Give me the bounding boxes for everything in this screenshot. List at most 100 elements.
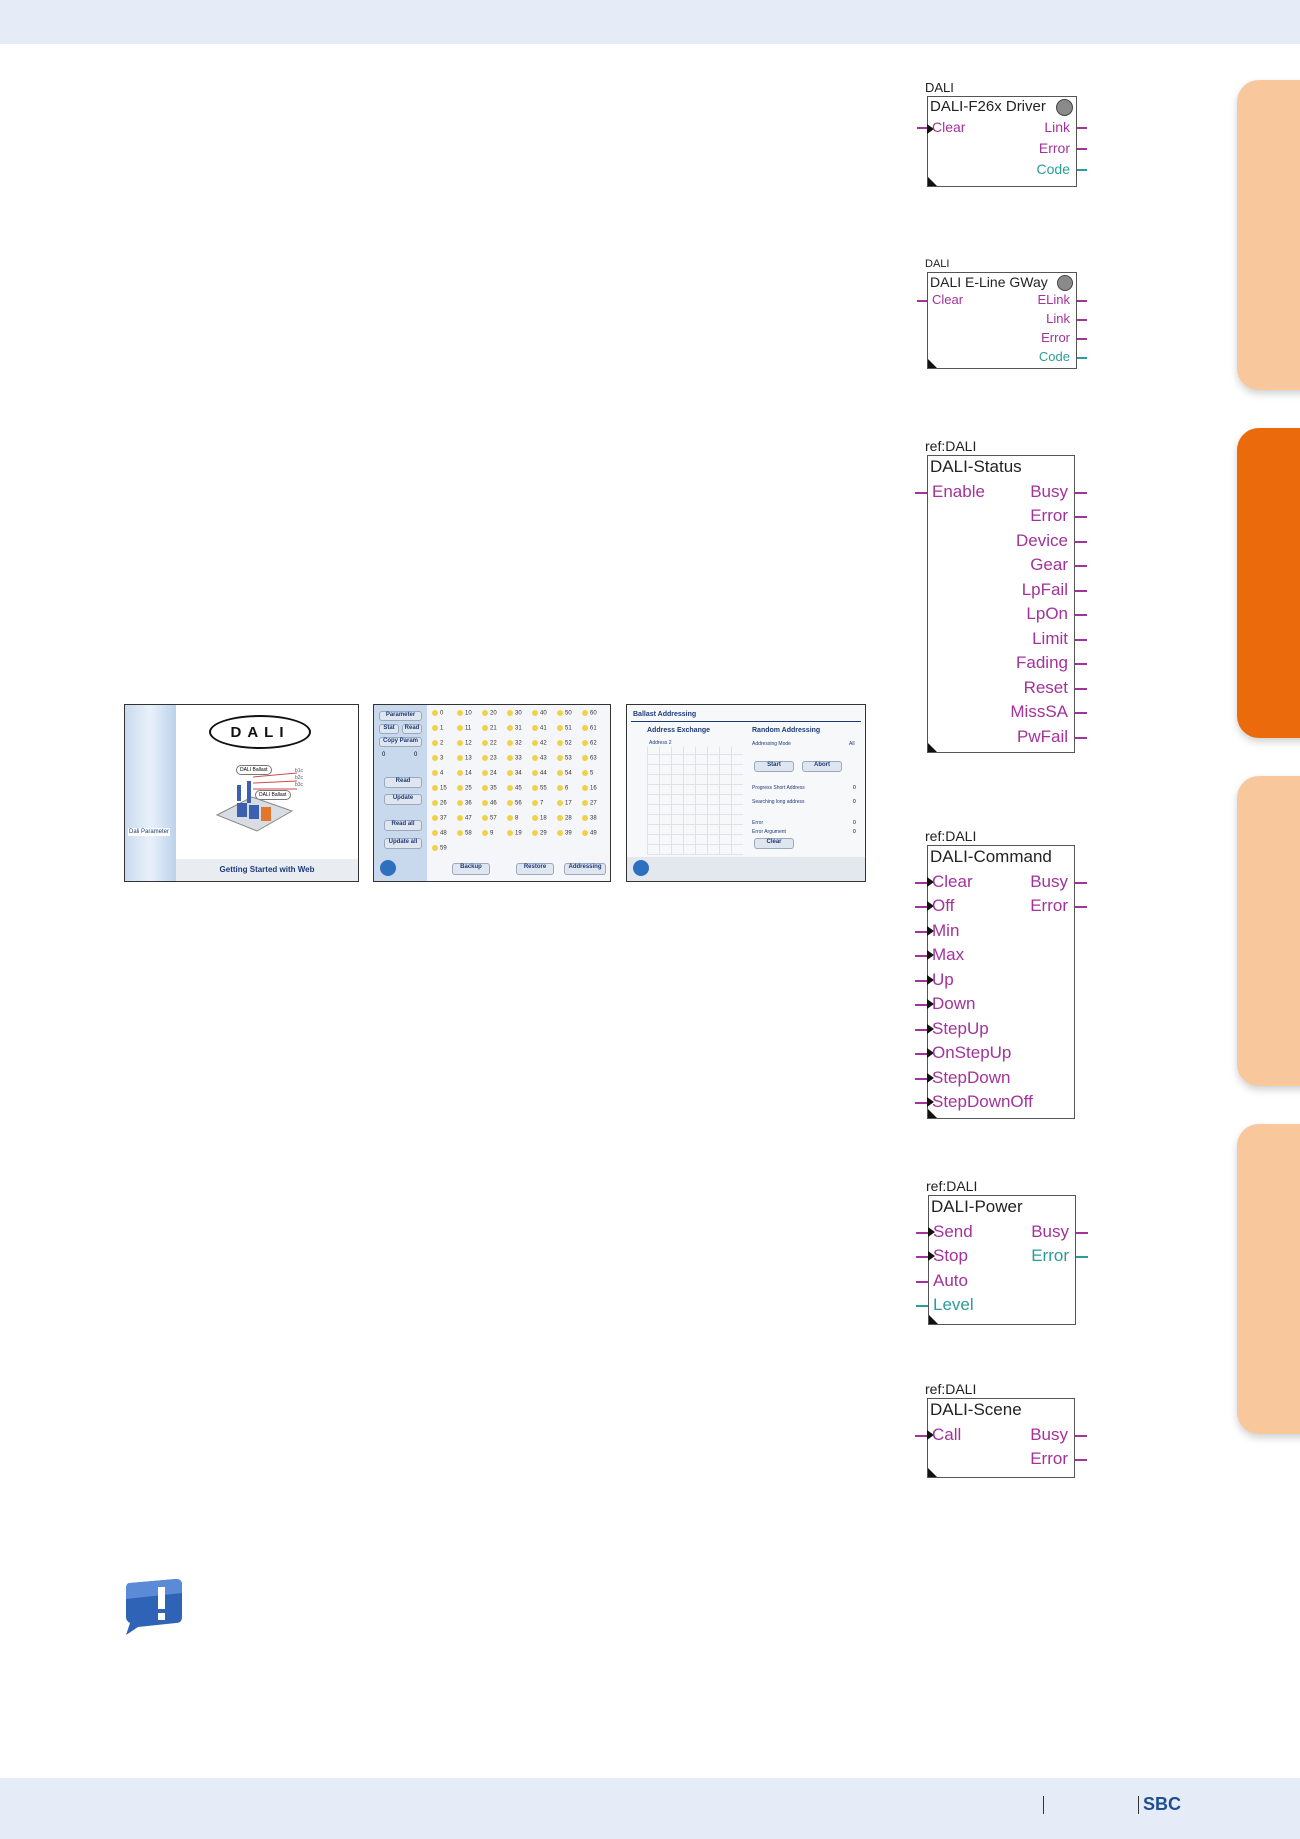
pin-error: Error <box>1041 330 1070 345</box>
fbox-ref: ref:DALI <box>926 1178 978 1194</box>
address-cell[interactable]: 5 <box>582 770 602 780</box>
address-cell[interactable]: 31 <box>507 725 527 735</box>
fbox-title: DALI-Power <box>931 1197 1023 1216</box>
address-cell[interactable]: 10 <box>457 710 477 720</box>
address-cell[interactable]: 30 <box>507 710 527 720</box>
address-cell[interactable]: 44 <box>532 770 552 780</box>
address-cell[interactable]: 47 <box>457 815 477 825</box>
restore-button[interactable]: Restore <box>516 863 554 875</box>
address-cell[interactable]: 11 <box>457 725 477 735</box>
address-cell[interactable]: 8 <box>507 815 527 825</box>
lamp-icon <box>582 755 588 761</box>
backup-button[interactable]: Backup <box>452 863 490 875</box>
start-button[interactable]: Start <box>754 761 794 772</box>
address-cell[interactable]: 56 <box>507 800 527 810</box>
address-cell[interactable]: 48 <box>432 830 452 840</box>
address-cell[interactable]: 43 <box>532 755 552 765</box>
tab-random-addressing[interactable]: Random Addressing <box>752 727 821 734</box>
read-all-button[interactable]: Read all <box>384 820 422 831</box>
address-cell[interactable]: 21 <box>482 725 502 735</box>
address-cell[interactable]: 18 <box>532 815 552 825</box>
address-cell[interactable]: 53 <box>557 755 577 765</box>
address-cell[interactable]: 17 <box>557 800 577 810</box>
address-cell[interactable]: 45 <box>507 785 527 795</box>
address-cell[interactable]: 1 <box>432 725 452 735</box>
address-cell[interactable]: 23 <box>482 755 502 765</box>
error-value: 0 <box>853 820 856 826</box>
address-cell[interactable]: 50 <box>557 710 577 720</box>
side-tab-2-active[interactable] <box>1237 428 1300 738</box>
addressing-button[interactable]: Addressing <box>564 863 606 875</box>
address-cell[interactable]: 25 <box>457 785 477 795</box>
lamp-icon <box>457 725 463 731</box>
address-cell[interactable]: 54 <box>557 770 577 780</box>
address-cell[interactable]: 35 <box>482 785 502 795</box>
address-cell[interactable]: 28 <box>557 815 577 825</box>
clear-button[interactable]: Clear <box>754 838 794 849</box>
address-cell[interactable]: 7 <box>532 800 552 810</box>
address-cell[interactable]: 4 <box>432 770 452 780</box>
input-arrow-icon <box>927 999 934 1009</box>
address-cell[interactable]: 38 <box>582 815 602 825</box>
address-cell[interactable]: 58 <box>457 830 477 840</box>
address-cell[interactable]: 46 <box>482 800 502 810</box>
abort-button[interactable]: Abort <box>802 761 842 772</box>
side-tab-4[interactable] <box>1237 1124 1300 1434</box>
address-cell[interactable]: 27 <box>582 800 602 810</box>
address-cell[interactable]: 22 <box>482 740 502 750</box>
lamp-icon <box>457 800 463 806</box>
parameter-button[interactable]: Parameter <box>379 711 422 721</box>
address-cell[interactable]: 14 <box>457 770 477 780</box>
read-button[interactable]: Read <box>384 777 422 788</box>
address-cell[interactable]: 3 <box>432 755 452 765</box>
sidebar-label: Dali Parameter <box>128 828 171 836</box>
address-cell[interactable]: 49 <box>582 830 602 840</box>
address-cell[interactable]: 20 <box>482 710 502 720</box>
address-cell[interactable]: 33 <box>507 755 527 765</box>
address-cell[interactable]: 6 <box>557 785 577 795</box>
address-cell[interactable]: 61 <box>582 725 602 735</box>
input-arrow-icon <box>927 950 934 960</box>
stat-button[interactable]: Stat <box>379 724 399 734</box>
address-cell[interactable]: 40 <box>532 710 552 720</box>
address-cell[interactable]: 39 <box>557 830 577 840</box>
read-button[interactable]: Read <box>402 724 422 734</box>
update-all-button[interactable]: Update all <box>384 838 422 849</box>
address-cell[interactable]: 60 <box>582 710 602 720</box>
address-cell[interactable]: 29 <box>532 830 552 840</box>
address-cell[interactable]: 55 <box>532 785 552 795</box>
copy-param-button[interactable]: Copy Param <box>379 737 422 747</box>
address-cell[interactable]: 15 <box>432 785 452 795</box>
address-cell[interactable]: 16 <box>582 785 602 795</box>
address-cell[interactable]: 41 <box>532 725 552 735</box>
address-cell[interactable]: 37 <box>432 815 452 825</box>
address-cell[interactable]: 0 <box>432 710 452 720</box>
tab-address-exchange[interactable]: Address Exchange <box>647 727 711 734</box>
address-cell[interactable]: 59 <box>432 845 452 855</box>
address-cell[interactable]: 13 <box>457 755 477 765</box>
error-argument-label: Error Argument <box>752 829 786 835</box>
address-cell[interactable]: 57 <box>482 815 502 825</box>
address-cell[interactable]: 62 <box>582 740 602 750</box>
address-cell[interactable]: 36 <box>457 800 477 810</box>
back-arrow-icon[interactable] <box>380 860 396 876</box>
address-cell[interactable]: 2 <box>432 740 452 750</box>
fbox-dali-eline-gway: DALI DALI E-Line GWay Clear ELink Link E… <box>917 258 1087 370</box>
address-cell[interactable]: 26 <box>432 800 452 810</box>
address-cell[interactable]: 63 <box>582 755 602 765</box>
update-button[interactable]: Update <box>384 794 422 805</box>
address-cell[interactable]: 12 <box>457 740 477 750</box>
side-tab-3[interactable] <box>1237 776 1300 1086</box>
pin-wire <box>1077 357 1087 359</box>
address-cell[interactable]: 32 <box>507 740 527 750</box>
address-cell[interactable]: 42 <box>532 740 552 750</box>
back-arrow-icon[interactable] <box>633 860 649 876</box>
address-cell[interactable]: 52 <box>557 740 577 750</box>
address-number: 19 <box>515 830 522 837</box>
address-cell[interactable]: 19 <box>507 830 527 840</box>
address-cell[interactable]: 34 <box>507 770 527 780</box>
side-tab-1[interactable] <box>1237 80 1300 390</box>
address-cell[interactable]: 9 <box>482 830 502 840</box>
address-cell[interactable]: 51 <box>557 725 577 735</box>
address-cell[interactable]: 24 <box>482 770 502 780</box>
